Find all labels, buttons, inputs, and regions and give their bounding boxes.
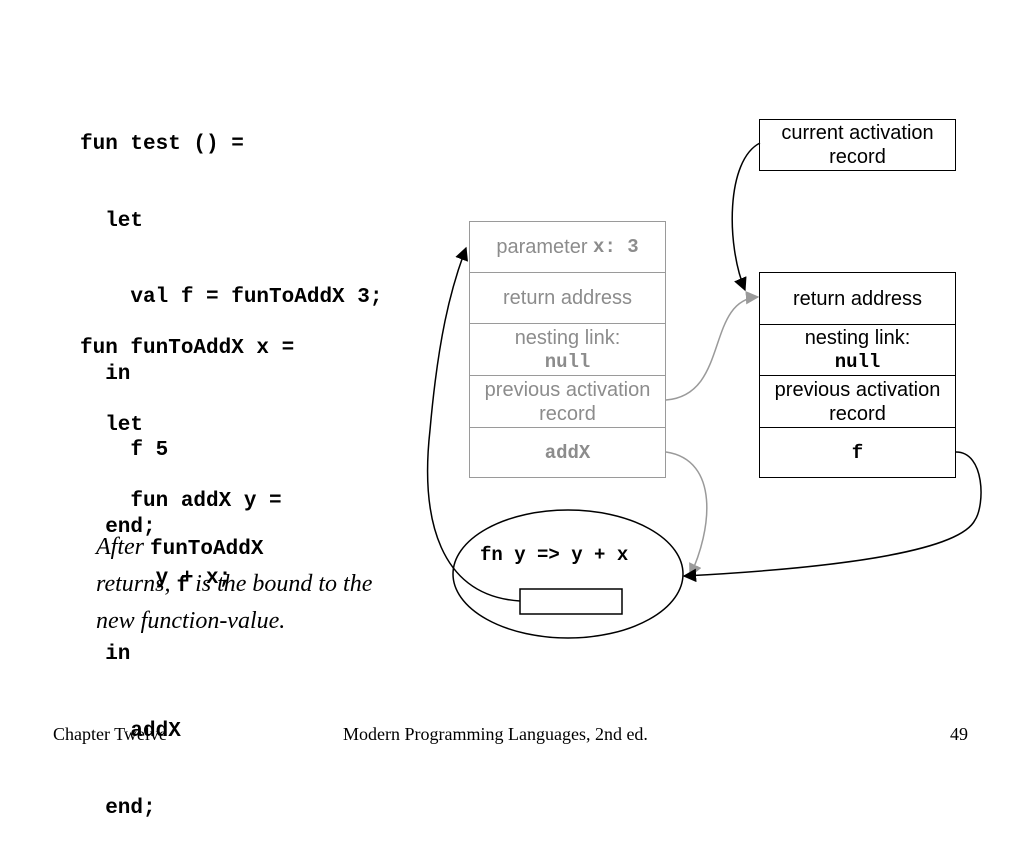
right-return-address-cell: return address [759,272,956,325]
current-activation-record-box: current activation record [759,119,956,171]
code-line: in [80,643,131,667]
left-nesting-value: null [544,350,591,373]
left-param-cell: parameter x: 3 [469,221,666,273]
code-line: in [80,362,131,386]
current-record-label: current activation record [781,122,934,168]
right-var-cell: f [759,427,956,478]
code-line: y + x; [80,566,232,590]
code-line: fun addX y = [80,490,282,514]
current-record-arrow [731,142,761,292]
caption-text: After [96,534,150,560]
left-nesting-link-cell: nesting link: null [469,323,666,376]
function-value-label: fn y => y + x [480,544,629,566]
caption-code: funToAddX [150,538,264,561]
param-code: x: 3 [593,236,639,258]
left-return-address-cell: return address [469,272,666,324]
left-var-name: addX [544,441,591,464]
caption: After funToAddX returns, f is the bound t… [96,530,416,639]
code-line: end; [80,796,156,820]
left-previous-arrow [665,290,760,401]
left-previous-label: previous activation record [484,378,651,425]
param-label: parameter [496,236,594,258]
right-nesting-label: nesting link: [804,327,911,349]
code-line: f 5 [80,439,169,463]
code-line: val f = funToAddX 3; [80,286,383,310]
caption-code: f [176,575,190,598]
left-nesting-label: nesting link: [514,326,621,349]
caption-text: returns, [96,571,177,597]
right-previous-label: previous activation record [774,378,941,425]
right-var-name: f [851,441,864,464]
right-nesting-link-cell: nesting link: null [759,324,956,376]
code-line: let [80,209,144,233]
code-line: end; [80,515,156,539]
right-return-address: return address [793,287,922,310]
code-line: fun funToAddX x = [80,337,295,360]
addx-binding-arrow [665,451,708,578]
function-value-ellipse [452,509,684,639]
right-nesting-value: null [834,351,881,373]
footer-book-title: Modern Programming Languages, 2nd ed. [343,724,648,744]
code-line: addX [80,719,181,743]
code-line: fun test () = [80,133,244,156]
code-block-test: fun test () = let val f = funToAddX 3; i… [80,84,382,567]
left-return-address: return address [503,287,632,309]
code-line: let [80,413,144,437]
right-previous-record-cell: previous activation record [759,375,956,428]
footer-page-number: 49 [950,724,968,744]
caption-text: is the bound to the new function-value. [96,571,373,634]
left-previous-record-cell: previous activation record [469,375,666,428]
environment-slot [519,588,623,615]
footer-chapter: Chapter Twelve [53,724,167,744]
left-var-cell: addX [469,427,666,478]
